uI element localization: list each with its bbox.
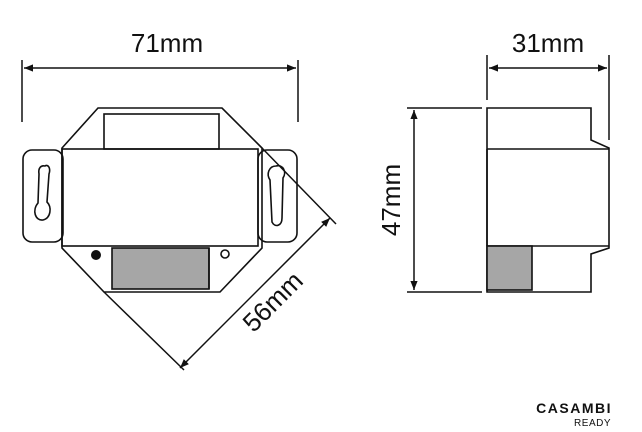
main-body [61,148,259,247]
top-tab [103,113,220,150]
screw-hole [220,249,230,259]
height-dimension [407,107,482,293]
side-profile-outline [486,107,610,293]
led-indicator [91,250,101,260]
side-view [486,107,610,293]
width-dimension-label: 71mm [131,28,203,58]
width-dimension [21,60,299,122]
left-keyhole-slot [34,164,51,221]
depth-dimension [486,55,610,140]
right-keyhole-slot [267,164,286,227]
left-mounting-ear [22,149,64,243]
logo-brand-text: CASAMBI [536,400,612,416]
terminal-block [111,247,210,290]
depth-dimension-label: 31mm [512,28,584,58]
diagonal-dimension [103,147,337,371]
side-terminal-block [486,245,533,291]
logo-tagline-text: READY [574,418,611,429]
height-dimension-label: 47mm [376,164,406,236]
front-view [22,107,298,293]
casambi-ready-logo: CASAMBI READY [536,400,612,429]
